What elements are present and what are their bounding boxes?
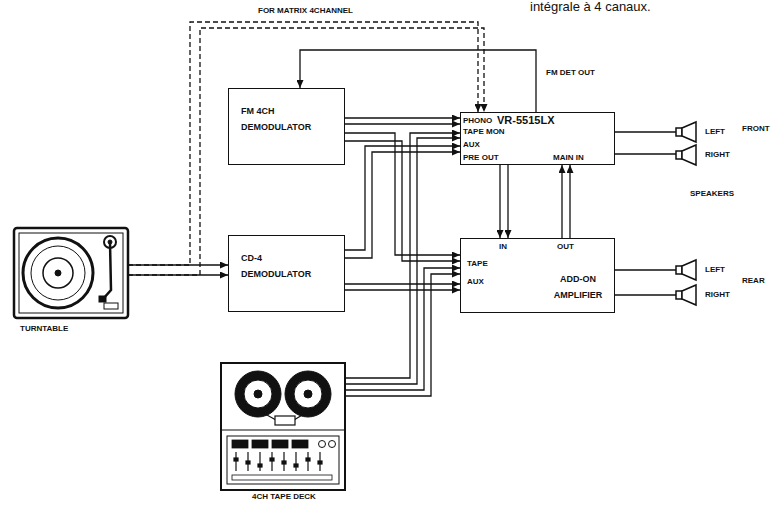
- node-label: RIGHT: [705, 290, 730, 299]
- node-label: FM 4CH DEMODULATOR: [241, 103, 321, 135]
- port-label: PRE OUT: [463, 153, 499, 162]
- signal-line: [346, 133, 460, 378]
- speaker-icon: RIGHT: [676, 144, 736, 166]
- turntable-picture: [14, 228, 128, 318]
- amplifier-box: ADD-ON AMPLIFIER TAPE AUX IN OUT: [460, 238, 615, 313]
- group-label: FOR MATRIX 4CHANNEL: [258, 7, 353, 16]
- process-box: CD-4 DEMODULATOR: [228, 235, 345, 312]
- signal-line: [615, 294, 676, 295]
- node-label: VR-5515LX: [497, 114, 554, 127]
- tape-deck-icon: 4CH TAPE DECK: [220, 362, 346, 506]
- signal-line: [345, 141, 460, 261]
- group-label: SPEAKERS: [690, 190, 734, 199]
- signal-line: [345, 146, 460, 250]
- signal-label: FM DET OUT: [546, 69, 595, 78]
- speaker-symbols: [676, 122, 696, 305]
- signal-line: [345, 123, 460, 124]
- speaker-icon: LEFT: [676, 259, 736, 281]
- port-label: MAIN IN: [553, 153, 584, 162]
- node-label: RIGHT: [705, 150, 730, 159]
- signal-line: [345, 283, 460, 284]
- signal-line: [561, 165, 562, 238]
- signal-line: [507, 165, 508, 238]
- signal-line: [346, 274, 460, 396]
- signal-line: [615, 269, 676, 270]
- group-label: FRONT: [742, 125, 770, 134]
- port-label: OUT: [557, 242, 574, 251]
- node-label: ADD-ON AMPLIFIER: [549, 271, 607, 303]
- speaker-icon: RIGHT: [676, 284, 736, 306]
- port-label: TAPE MON: [463, 127, 505, 136]
- signal-line: [345, 117, 460, 118]
- signal-line: [345, 289, 460, 290]
- port-label: TAPE: [467, 259, 488, 268]
- signal-line: [346, 138, 460, 384]
- node-label: CD-4 DEMODULATOR: [241, 250, 321, 282]
- port-label: AUX: [467, 277, 484, 286]
- port-label: PHONO: [463, 116, 492, 125]
- process-box: FM 4CH DEMODULATOR: [228, 88, 345, 165]
- node-label: LEFT: [705, 265, 725, 274]
- signal-line: [615, 131, 676, 132]
- signal-line: [569, 165, 570, 238]
- turntable-icon: TURNTABLE: [14, 226, 128, 338]
- port-label: AUX: [463, 140, 480, 149]
- signal-line: [345, 152, 460, 258]
- matrix-signal-line: [128, 22, 478, 265]
- amplifier-box: VR-5515LX PHONO TAPE MON AUX PRE OUT MAIN IN: [460, 112, 615, 165]
- signal-line: [615, 153, 676, 154]
- node-label: 4CH TAPE DECK: [252, 492, 316, 501]
- node-label: TURNTABLE: [20, 324, 68, 333]
- speaker-icon: LEFT: [676, 121, 736, 143]
- tape-deck-picture: [221, 363, 345, 490]
- group-label: REAR: [742, 277, 765, 286]
- port-label: IN: [499, 242, 507, 251]
- signal-line: [346, 268, 460, 390]
- caption-text: intégrale à 4 canaux.: [530, 0, 651, 14]
- signal-line: [499, 165, 500, 238]
- node-label: LEFT: [705, 127, 725, 136]
